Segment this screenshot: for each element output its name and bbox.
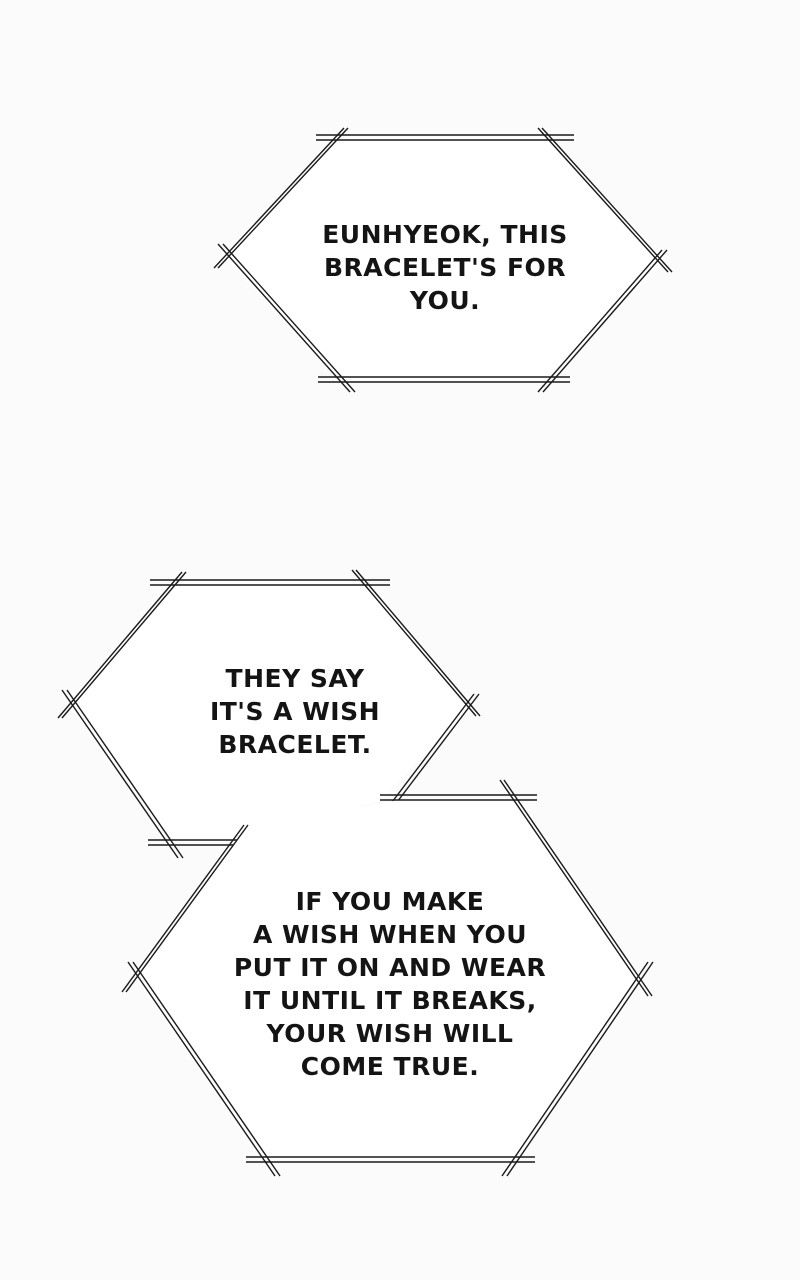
speech-bubble-first [213,127,673,393]
speech-bubble-second [57,569,481,859]
speech-bubble-third [121,779,654,1177]
speech-text-second: THEY SAY IT'S A WISH BRACELET. [209,664,381,759]
speech-text-first: EUNHYEOK, THIS BRACELET'S FOR YOU. [322,220,568,315]
speech-text-third: IF YOU MAKE A WISH WHEN YOU PUT IT ON AN… [233,887,547,1081]
